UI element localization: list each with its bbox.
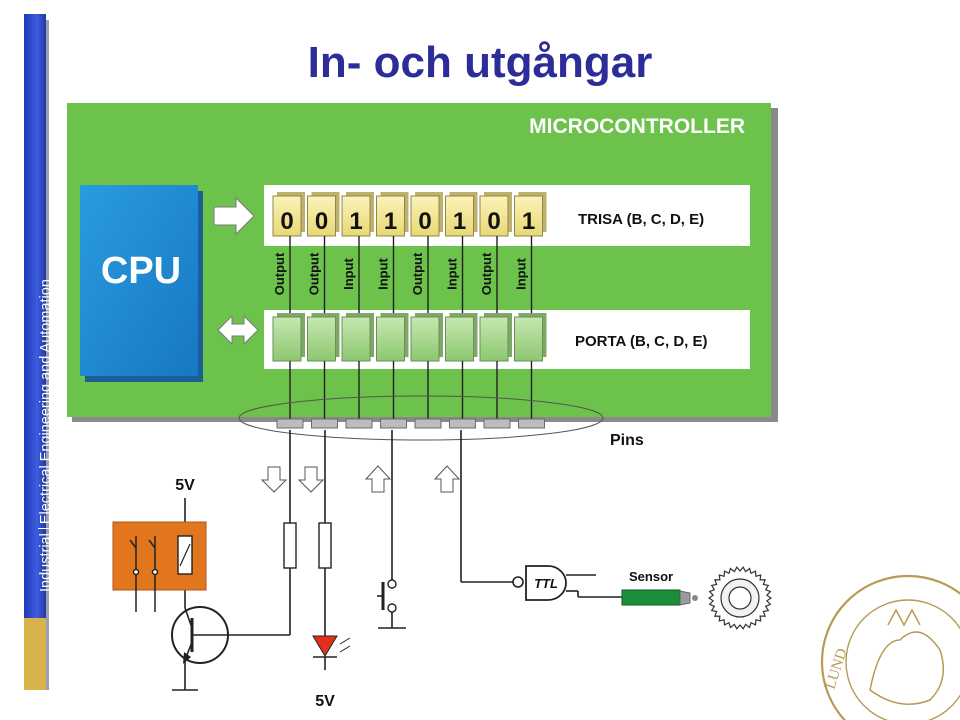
pins-ellipse bbox=[238, 395, 604, 441]
university-seal-logo: LUND bbox=[820, 574, 960, 720]
button-contact-bottom bbox=[387, 603, 397, 613]
direction-label-1: Output bbox=[307, 252, 322, 295]
transistor-collector bbox=[184, 607, 193, 629]
wiring bbox=[172, 430, 622, 691]
trisa-bit-7: 1 bbox=[522, 208, 535, 235]
direction-label-7: Input bbox=[514, 257, 529, 289]
trisa-cell-6 bbox=[479, 195, 509, 237]
pin-pad-4 bbox=[414, 418, 442, 429]
cpu-to-trisa-arrow-icon bbox=[213, 196, 255, 236]
porta-label: PORTA (B, C, D, E) bbox=[575, 333, 708, 350]
sidebar-accent bbox=[24, 618, 46, 690]
output-arrow-icon-1 bbox=[260, 466, 288, 493]
cpu-porta-bidirectional-arrow-icon bbox=[217, 314, 259, 346]
sensor-label: Sensor bbox=[629, 569, 673, 584]
relay-coil-slash bbox=[179, 543, 191, 567]
porta-cell-2 bbox=[341, 316, 371, 362]
transistor-emitter-arrow-icon bbox=[183, 652, 191, 664]
pin-pad-2 bbox=[345, 418, 373, 429]
supply-label-bottom: 5V bbox=[315, 693, 335, 710]
cpu-label: CPU bbox=[101, 250, 181, 292]
trisa-bit-4: 0 bbox=[418, 208, 431, 235]
direction-label-3: Input bbox=[376, 257, 391, 289]
direction-label-0: Output bbox=[272, 252, 287, 295]
ttl-gate-label: TTL bbox=[534, 576, 558, 591]
pin-pads bbox=[276, 418, 545, 429]
direction-label-2: Input bbox=[341, 257, 356, 289]
sidebar-band bbox=[24, 14, 46, 690]
trisa-cell-2 bbox=[341, 195, 371, 237]
gear-icon bbox=[707, 566, 773, 630]
trisa-cell-0 bbox=[272, 195, 302, 237]
pin-pad-1 bbox=[311, 418, 338, 429]
porta-cell-6 bbox=[479, 316, 509, 362]
trisa-cell-3 bbox=[376, 195, 405, 237]
button-contact-top bbox=[387, 579, 397, 589]
direction-label-4: Output bbox=[410, 252, 425, 295]
cpu-block bbox=[80, 185, 198, 376]
pin-pad-5 bbox=[449, 418, 476, 429]
trisa-label: TRISA (B, C, D, E) bbox=[578, 211, 704, 228]
trisa-bit-0: 0 bbox=[280, 208, 293, 235]
resistor-1 bbox=[283, 522, 297, 569]
led-light-rays bbox=[339, 637, 351, 653]
pin-pad-3 bbox=[380, 418, 407, 429]
trisa-cell-5 bbox=[445, 195, 474, 237]
resistor-2 bbox=[318, 522, 332, 569]
supply-label-top: 5V bbox=[175, 477, 195, 494]
direction-label-5: Input bbox=[445, 257, 460, 289]
microcontroller-label: MICROCONTROLLER bbox=[529, 115, 745, 138]
output-arrow-icon-2 bbox=[297, 466, 325, 493]
pin-pad-7 bbox=[518, 418, 545, 429]
pin-pad-6 bbox=[483, 418, 511, 429]
sensor-body bbox=[621, 589, 681, 606]
porta-cell-0 bbox=[272, 316, 302, 362]
porta-cell-5 bbox=[445, 316, 474, 362]
trisa-bit-6: 0 bbox=[487, 208, 500, 235]
pins-label: Pins bbox=[610, 432, 644, 449]
sensor-tip bbox=[679, 590, 691, 606]
led-icon bbox=[312, 635, 338, 657]
trisa-bit-3: 1 bbox=[384, 208, 397, 235]
input-arrow-icon-2 bbox=[433, 465, 461, 493]
porta-cell-4 bbox=[410, 316, 440, 362]
sidebar-shadow bbox=[46, 20, 49, 690]
pin-pad-0 bbox=[276, 418, 304, 429]
trisa-cell-4 bbox=[410, 195, 440, 237]
sensor-end bbox=[692, 595, 698, 601]
gear-hub-inner bbox=[728, 586, 752, 610]
page-title: In- och utgångar bbox=[307, 38, 653, 87]
porta-cell-1 bbox=[307, 316, 336, 362]
ttl-gate-inverter-bubble bbox=[512, 576, 524, 588]
trisa-bit-1: 0 bbox=[315, 208, 328, 235]
ttl-gate-icon bbox=[525, 565, 567, 601]
trisa-bit-2: 1 bbox=[349, 208, 362, 235]
porta-cell-7 bbox=[514, 316, 543, 362]
trisa-cell-1 bbox=[307, 195, 336, 237]
input-arrow-icon-1 bbox=[364, 465, 392, 493]
direction-label-6: Output bbox=[479, 252, 494, 295]
trisa-cell-7 bbox=[514, 195, 543, 237]
porta-cell-3 bbox=[376, 316, 405, 362]
relay-contacts-icon bbox=[129, 536, 159, 612]
trisa-bit-5: 1 bbox=[453, 208, 466, 235]
